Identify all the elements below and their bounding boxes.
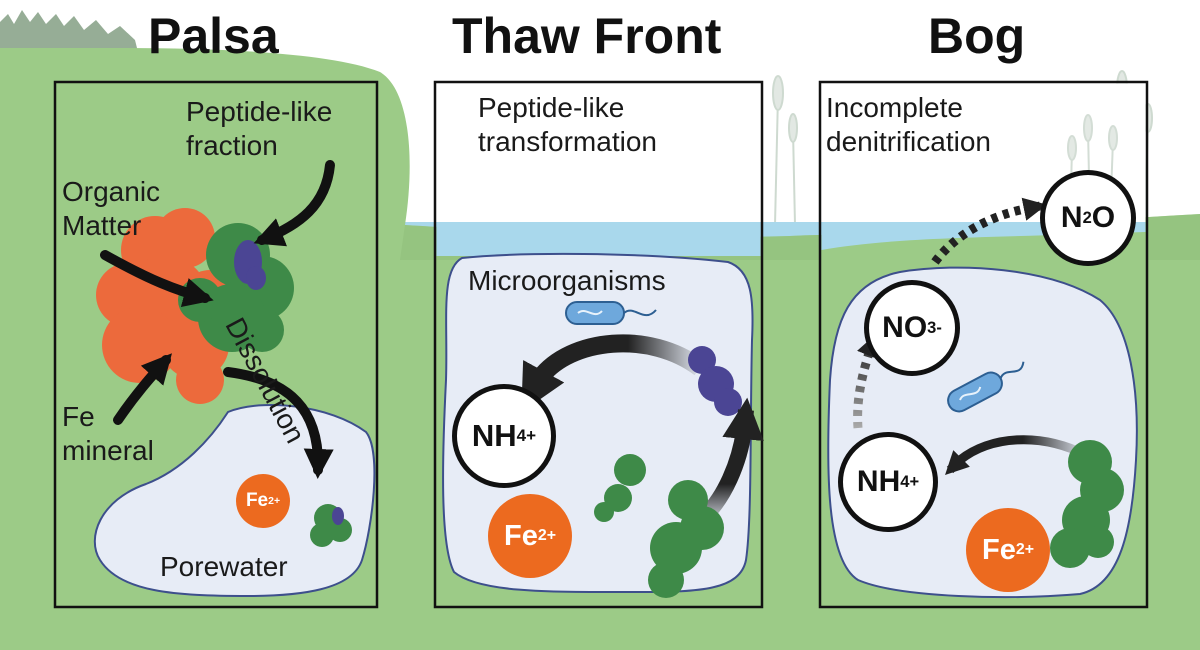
bog-fe-symbol: Fe bbox=[981, 533, 1016, 566]
bog-nh4-arrowhead bbox=[945, 450, 970, 475]
incomplete-denitrification-line2: denitrification bbox=[826, 125, 991, 157]
no3-sub: 3 bbox=[927, 318, 937, 337]
bog-fe-charge: 2+ bbox=[1015, 541, 1034, 558]
peptide-transformation-line1: Peptide-like bbox=[478, 92, 625, 123]
porewater-peptide-blob bbox=[310, 504, 352, 547]
fe-mineral-arrow bbox=[113, 353, 172, 425]
no3-sup: - bbox=[936, 318, 942, 337]
thaw-water bbox=[436, 222, 761, 256]
thaw-fe-symbol: Fe bbox=[503, 519, 538, 552]
n2o-n: N bbox=[1060, 201, 1083, 234]
uptake-arrowhead bbox=[722, 397, 764, 442]
thaw-fe-charge: 2+ bbox=[537, 527, 556, 544]
bog-title: Bog bbox=[928, 8, 1026, 64]
peptide-core-b bbox=[246, 266, 266, 290]
n2o-sub: 2 bbox=[1082, 208, 1092, 227]
forest-silhouette bbox=[0, 10, 140, 60]
organic-matter-line2: Matter bbox=[62, 209, 142, 241]
bog-peptide-blob bbox=[1050, 440, 1124, 568]
fe-mineral-label: Fe mineral bbox=[62, 402, 154, 465]
microorganisms-label: Microorganisms bbox=[468, 265, 666, 296]
incomplete-denitrification-line1: Incomplete bbox=[826, 92, 963, 123]
palsa-fe-symbol: Fe bbox=[245, 490, 269, 511]
bog-nh4-symbol: NH bbox=[856, 465, 901, 498]
peptide-fraction-label: Peptide-like fraction bbox=[186, 97, 332, 160]
bog-panel bbox=[818, 80, 1149, 609]
organic-arrow bbox=[100, 250, 214, 308]
peptide-fraction-line1: Peptide-like bbox=[186, 96, 333, 127]
thaw-peptide-core bbox=[688, 346, 742, 416]
palsa-fe-charge: 2+ bbox=[268, 495, 281, 507]
organic-matter-line1: Organic bbox=[62, 176, 161, 207]
peptide-transformation-label: Peptide-like transformation bbox=[478, 93, 657, 156]
peptide-arrow bbox=[253, 160, 335, 247]
n2o-arrowhead bbox=[1021, 197, 1047, 221]
peptide-fraction-line2: fraction bbox=[186, 129, 278, 161]
thaw-panel bbox=[433, 80, 764, 609]
n2o-o: O bbox=[1091, 201, 1116, 234]
n2o-dashed-arrow bbox=[931, 203, 1031, 265]
peptide-transformation-line2: transformation bbox=[478, 125, 657, 157]
bog-microorganism bbox=[947, 361, 1025, 413]
fe-mineral-line2: mineral bbox=[62, 434, 154, 466]
thaw-large-blob bbox=[648, 480, 724, 598]
thaw-small-blob bbox=[594, 454, 646, 522]
palsa-panel bbox=[53, 80, 379, 609]
no3-symbol: NO bbox=[882, 311, 928, 344]
dissolution-arrow bbox=[223, 367, 334, 479]
organic-matter-label: Organic Matter bbox=[62, 177, 160, 240]
fe-mineral-line1: Fe bbox=[62, 401, 95, 432]
bog-nh4-sub: 4 bbox=[900, 472, 910, 491]
bog-nh4-arrow bbox=[957, 435, 1089, 464]
palsa-title: Palsa bbox=[148, 8, 279, 64]
thaw-nh4-sub: 4 bbox=[516, 426, 527, 445]
microorganism bbox=[565, 301, 657, 325]
porewater-label: Porewater bbox=[160, 551, 288, 582]
thaw-front-title: Thaw Front bbox=[452, 8, 722, 64]
thaw-nh4-sup: + bbox=[526, 426, 537, 445]
incomplete-denitrification-label: Incomplete denitrification bbox=[826, 93, 991, 156]
thaw-sky bbox=[436, 83, 761, 223]
thaw-nh4-symbol: NH bbox=[471, 418, 517, 453]
bog-nh4-sup: + bbox=[909, 472, 920, 491]
